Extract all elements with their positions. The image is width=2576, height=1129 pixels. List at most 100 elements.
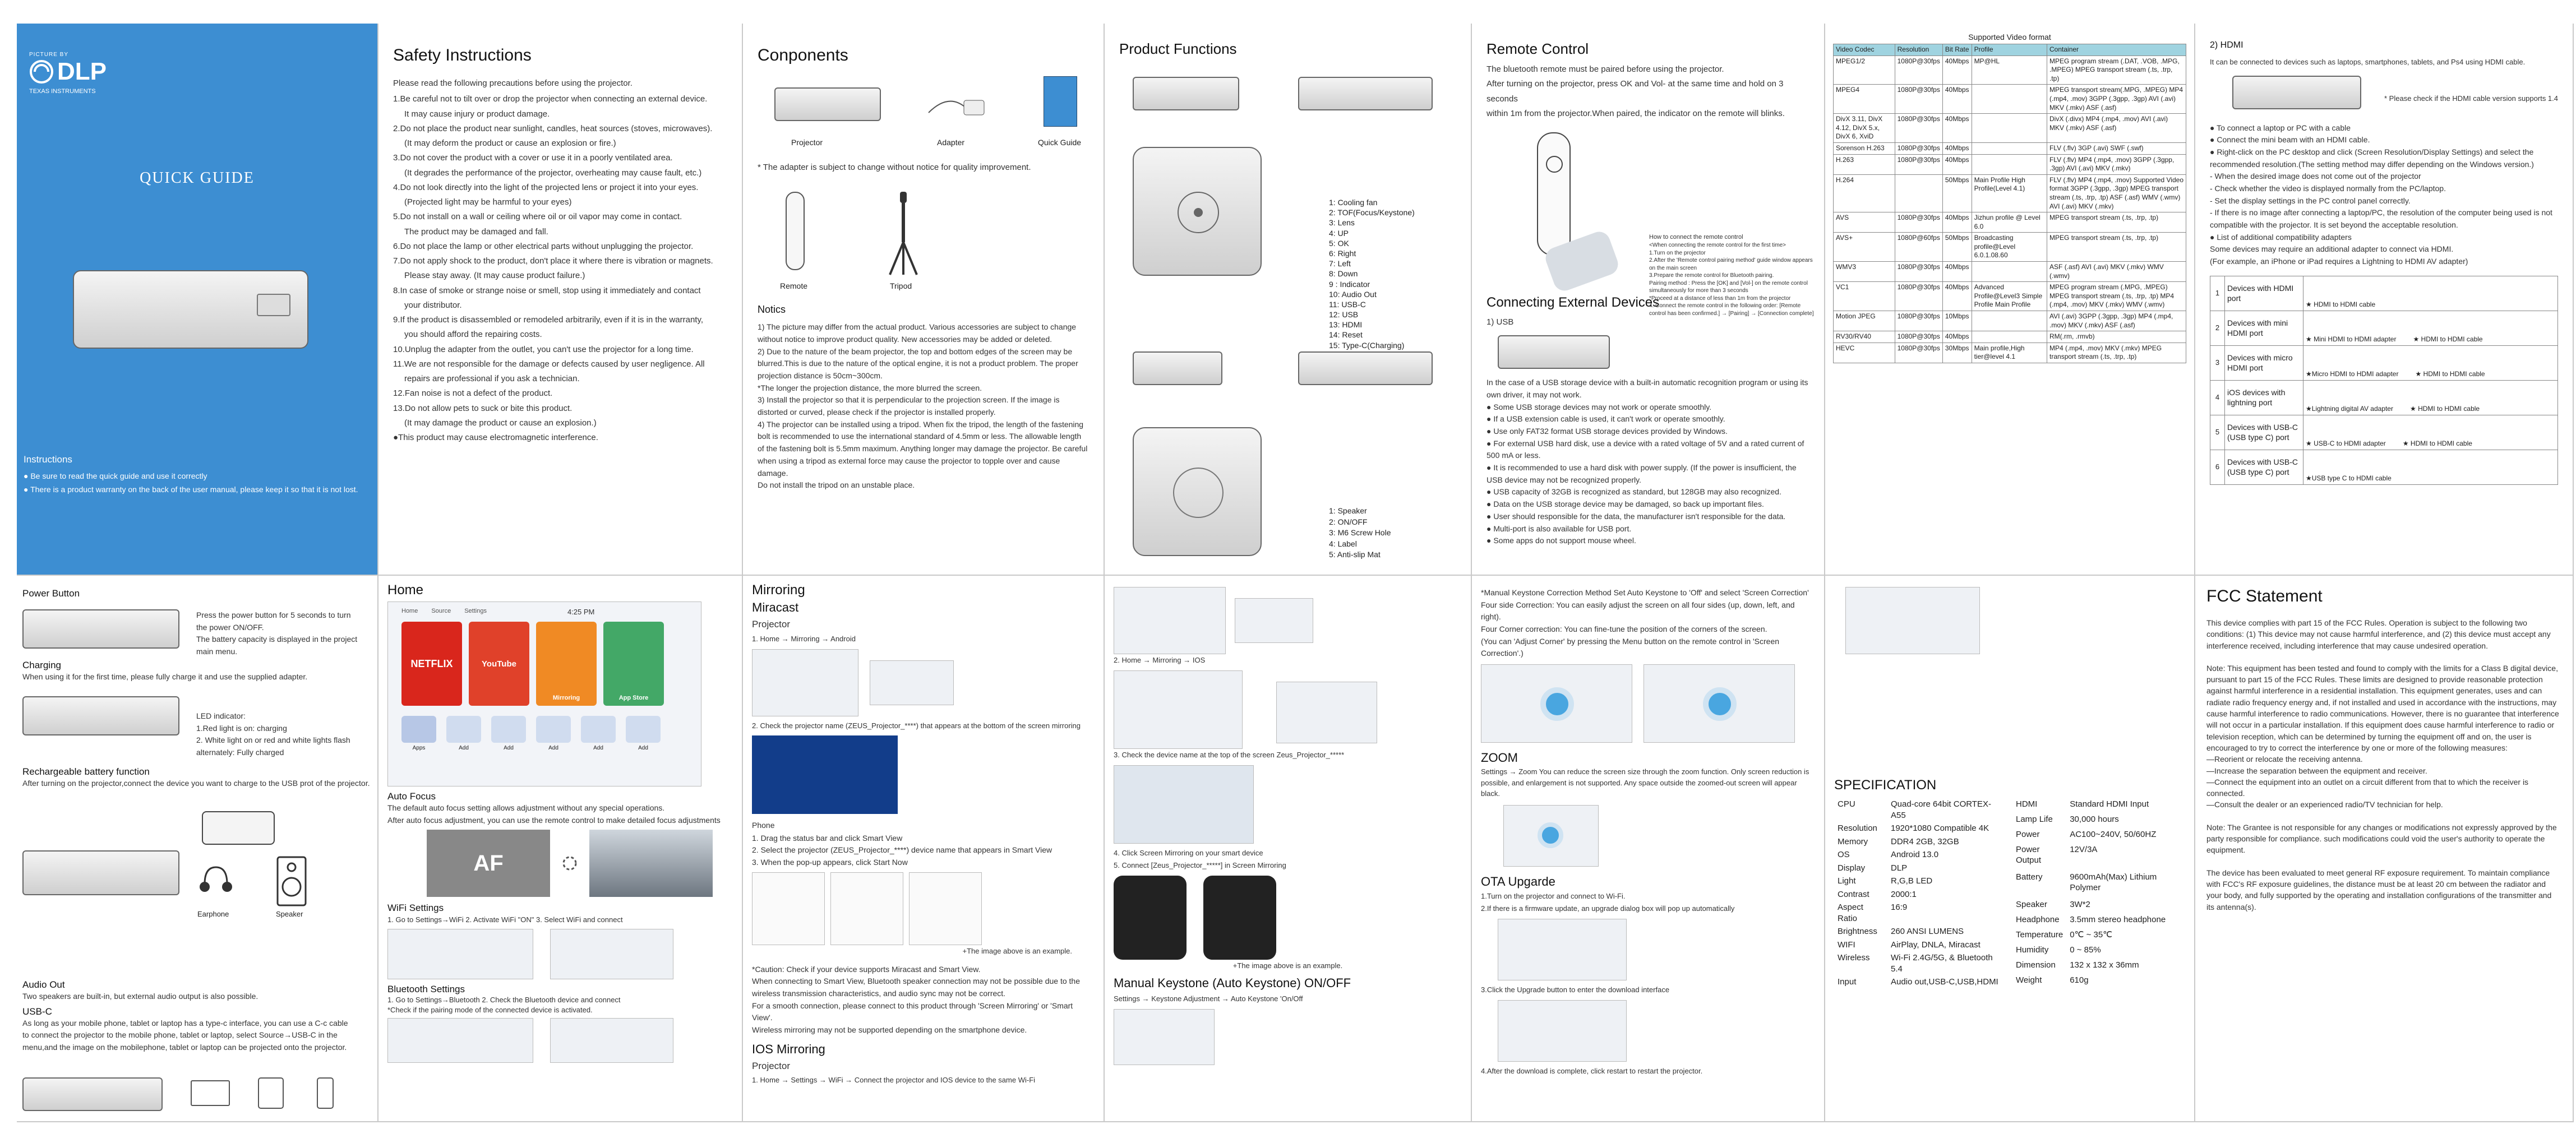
adapter-label: ★ HDMI to HDMI cable xyxy=(2306,300,2376,309)
ios-wifi-screen xyxy=(1235,598,1313,643)
app-slot[interactable]: Add xyxy=(626,716,661,751)
nav-home[interactable]: Home xyxy=(401,608,418,614)
adapter-label: ★ HDMI to HDMI cable xyxy=(2409,405,2480,413)
manual-keystone-text: Settings → Keystone Adjustment → Auto Ke… xyxy=(1114,994,1303,1003)
table-cell: 1080P@30fps xyxy=(1894,212,1943,233)
safety-item: 12.Fan noise is not a defect of the prod… xyxy=(393,388,553,399)
component-label: Projector xyxy=(791,138,823,147)
function-item: 15: Type-C(Charging) xyxy=(1329,340,1405,350)
app-slot[interactable]: Add xyxy=(536,716,571,751)
usb-note: ● If a USB extension cable is used, it c… xyxy=(1486,414,1725,424)
projector-side-image xyxy=(1133,351,1222,385)
af-sharp-image xyxy=(589,830,713,897)
charging-projector-image xyxy=(22,696,179,735)
hdmi-step: ● List of additional compatibility adapt… xyxy=(2210,232,2352,242)
spec-key: Wireless xyxy=(1838,953,1870,963)
table-cell: WMV3 xyxy=(1833,261,1895,283)
table-cell: RM(.rm, .rmvb) xyxy=(2047,331,2186,343)
usb-note: ● Some apps do not support mouse wheel. xyxy=(1486,536,1636,545)
nav-settings[interactable]: Settings xyxy=(464,608,487,614)
remote-line: The bluetooth remote must be paired befo… xyxy=(1486,64,1724,74)
adapter-label: ★ HDMI to HDMI cable xyxy=(2415,370,2485,378)
safety-item: (It may damage the product or cause an e… xyxy=(404,418,597,428)
adapter-index: 1 xyxy=(2210,275,2225,311)
four-corner-screen xyxy=(1644,664,1795,743)
ios-projector-subtitle: Projector xyxy=(752,1060,791,1071)
appstore-tile[interactable]: App Store xyxy=(603,622,664,706)
example-note: +The image above is an example. xyxy=(962,946,1072,955)
spec-key: Power xyxy=(2016,829,2040,839)
safety-item: 9.If the product is disassembled or remo… xyxy=(393,315,704,325)
function-item: 4: UP xyxy=(1329,228,1349,238)
spec-key: Resolution xyxy=(1838,823,1877,833)
fcc-paragraph: Note: This equipment has been tested and… xyxy=(2206,663,2559,809)
nav-source[interactable]: Source xyxy=(431,608,451,614)
af-blurred-image: AF xyxy=(427,830,550,897)
netflix-tile[interactable]: NETFLIX xyxy=(401,622,462,706)
table-cell: 1080P@30fps xyxy=(1894,55,1943,85)
brand-subtitle: TEXAS INSTRUMENTS xyxy=(29,88,96,95)
phone-image xyxy=(202,811,275,845)
adapter-cell: ★ Mini HDMI to HDMI adapter ★ HDMI to HDM… xyxy=(2303,310,2558,346)
adapter-cell: ★Lightning digital AV adapter★ HDMI to H… xyxy=(2303,380,2558,415)
table-cell: 1080P@30fps xyxy=(1894,154,1943,175)
component-note: * The adapter is subject to change witho… xyxy=(758,163,1031,172)
adapter-device: Devices with micro HDMI port xyxy=(2224,345,2303,381)
table-cell: 40Mbps xyxy=(1942,84,1972,114)
notes-title: Notics xyxy=(758,304,786,316)
spec-value: DDR4 2GB, 32GB xyxy=(1891,836,1959,846)
app-slot[interactable]: Apps xyxy=(401,716,436,751)
adapter-device: Devices with USB-C (USB type C) port xyxy=(2224,414,2303,450)
cover-projector-image xyxy=(73,270,308,349)
mirror-wait-screen xyxy=(752,735,898,815)
spec-value: Quad-core 64bit CORTEX-A55 xyxy=(1891,799,1991,820)
mirroring-tile[interactable]: Mirroring xyxy=(536,622,597,706)
audio-title: Audio Out xyxy=(22,979,65,990)
remote-title: Remote Control xyxy=(1486,40,1589,57)
spec-key: Light xyxy=(1838,876,1856,886)
safety-item: 2.Do not place the product near sunlight… xyxy=(393,123,713,133)
table-cell: MPEG transport stream (.ts, .trp, .tp) xyxy=(2047,232,2186,262)
adapter-label: ★ HDMI to HDMI cable xyxy=(2413,335,2483,344)
note-item: 3) Install the projector so that it is p… xyxy=(758,395,1060,417)
table-cell: AVS xyxy=(1833,212,1895,233)
function-item: 2: TOF(Focus/Keystone) xyxy=(1329,208,1415,218)
adapter-index: 5 xyxy=(2210,414,2225,450)
spec-key: Weight xyxy=(2016,975,2042,985)
spec-value: AC100~240V, 50/60HZ xyxy=(2070,829,2157,839)
table-cell: 40Mbps xyxy=(1942,142,1972,155)
adapter-label: ★ Mini HDMI to HDMI adapter xyxy=(2306,335,2397,344)
ios-step: 5. Connect [Zeus_Projector_*****] in Scr… xyxy=(1114,861,1286,870)
app-slot[interactable]: Add xyxy=(446,716,481,751)
app-slot[interactable]: Add xyxy=(491,716,526,751)
pair-step: Pairing method : Press the [OK] and [Vol… xyxy=(1649,280,1808,294)
app-slot[interactable]: Add xyxy=(581,716,616,751)
safety-item: (It may deform the product or cause an e… xyxy=(404,138,616,148)
spec-value: 2000:1 xyxy=(1891,889,1917,899)
four-side-screen xyxy=(1481,664,1632,743)
charging-text: When using it for the first time, please… xyxy=(22,672,308,681)
adapter-cell: ★ HDMI to HDMI cable xyxy=(2303,275,2558,311)
components-panel: Conponents Projector Adapter Quick Guide… xyxy=(743,24,1105,576)
phone-icon xyxy=(317,1077,334,1109)
function-item: 11: USB-C xyxy=(1329,299,1366,309)
hdmi-check: * Please check if the HDMI cable version… xyxy=(2384,94,2558,103)
table-cell xyxy=(1971,84,2048,114)
iphone-image-2 xyxy=(1203,876,1276,960)
spec-key: Humidity xyxy=(2016,945,2049,955)
keystone-panel: *Manual Keystone Correction Method Set A… xyxy=(1472,576,1825,1122)
youtube-tile[interactable]: YouTube xyxy=(469,622,529,706)
note-item: *The longer the projection distance, the… xyxy=(758,383,982,392)
function-item: 6: Right xyxy=(1329,248,1356,258)
earphone-icon xyxy=(200,866,232,892)
bt-screen-2 xyxy=(550,1017,673,1063)
led-line: 2. White light on or red and white light… xyxy=(196,735,350,757)
manual-keystone-title: Manual Keystone (Auto Keystone) ON/OFF xyxy=(1114,975,1351,990)
